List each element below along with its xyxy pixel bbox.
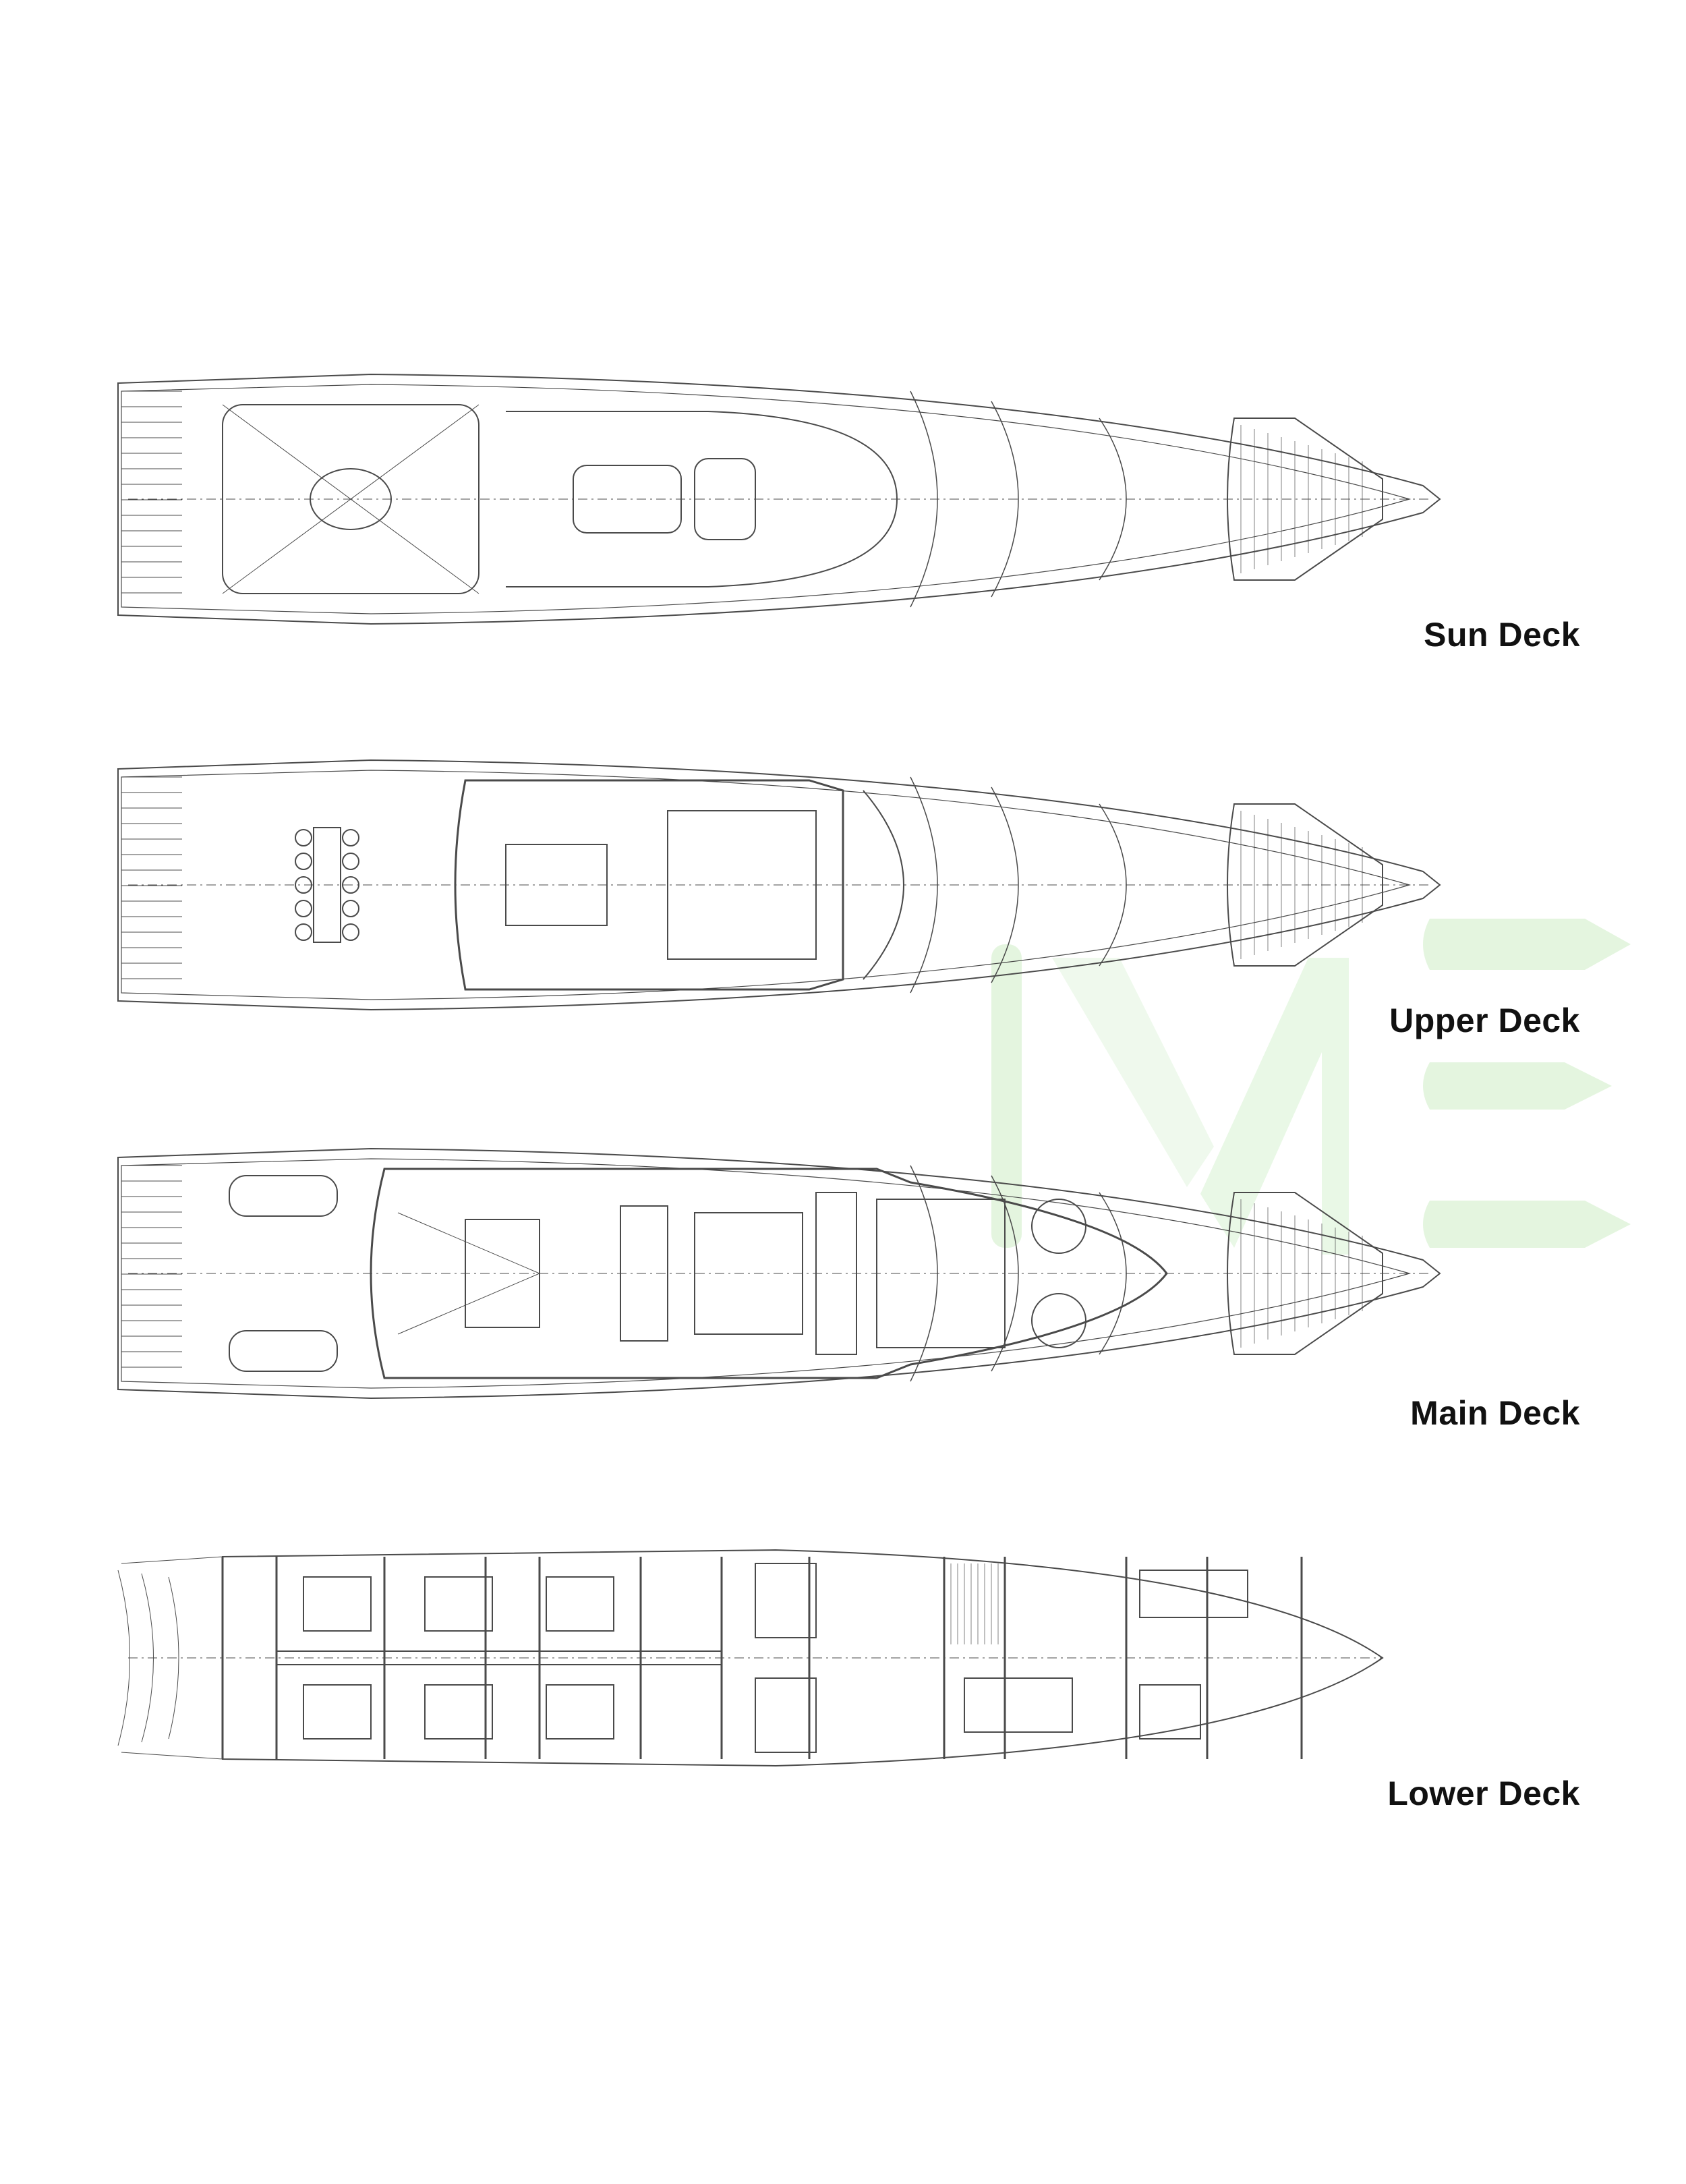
- dining-chair: [342, 876, 359, 894]
- pilot-house: [863, 790, 904, 980]
- upper-deck-label: Upper Deck: [1389, 1002, 1580, 1039]
- master-bathtub: [1031, 1293, 1086, 1348]
- foredeck: [1227, 803, 1383, 967]
- deck-arc: [910, 776, 1127, 994]
- awning-line: [222, 404, 479, 594]
- main-deck-label: Main Deck: [1410, 1394, 1580, 1432]
- dining-chair: [295, 829, 312, 846]
- tender: [229, 1330, 338, 1372]
- guest-bed: [303, 1576, 372, 1632]
- sunpad: [694, 458, 756, 540]
- lower-deck-label: Lower Deck: [1387, 1775, 1580, 1812]
- main-salon: [370, 1168, 1168, 1379]
- dining-chair: [342, 853, 359, 870]
- foredeck: [1227, 418, 1383, 581]
- guest-bed: [424, 1576, 493, 1632]
- dining-chair: [295, 853, 312, 870]
- dining-chair: [295, 900, 312, 917]
- staircase: [620, 1205, 668, 1342]
- tender: [229, 1175, 338, 1217]
- dining-table: [313, 827, 341, 943]
- dining-chair: [342, 829, 359, 846]
- tv-lines: [397, 1212, 541, 1335]
- crew-cabin: [1139, 1684, 1201, 1740]
- engine: [755, 1677, 817, 1753]
- lower-deck-plan: [101, 1523, 1484, 1793]
- deck-arc: [910, 391, 1127, 608]
- jacuzzi: [310, 468, 392, 530]
- captain-stateroom: [667, 810, 817, 960]
- helm-station: [573, 465, 682, 534]
- main-deck-plan: [101, 1139, 1484, 1408]
- dining-area: [694, 1212, 803, 1335]
- deck-edge: [121, 1158, 1412, 1389]
- guest-bed: [546, 1576, 614, 1632]
- crew-lounge: [1139, 1570, 1248, 1618]
- deck-edge: [121, 770, 1412, 1000]
- upper-deck-plan: [101, 750, 1484, 1020]
- hull-outline: [117, 1147, 1441, 1400]
- master-bathtub: [1031, 1199, 1086, 1254]
- dining-chair: [342, 923, 359, 941]
- guest-bed: [424, 1684, 493, 1740]
- sun-deck-house: [506, 411, 898, 587]
- guest-bed: [303, 1684, 372, 1740]
- dining-chair: [342, 900, 359, 917]
- deck-edge: [121, 384, 1412, 614]
- galley: [815, 1192, 857, 1355]
- foredeck: [1227, 1192, 1383, 1355]
- hull-outline: [117, 759, 1441, 1011]
- guest-bed: [546, 1684, 614, 1740]
- dining-chair: [295, 923, 312, 941]
- engine: [755, 1563, 817, 1638]
- sun-deck-label: Sun Deck: [1424, 616, 1580, 654]
- generator-room: [964, 1677, 1073, 1733]
- jacuzzi-area: [222, 404, 479, 594]
- lounge-sofa: [505, 844, 608, 926]
- upper-salon: [454, 779, 844, 991]
- dining-chair: [295, 876, 312, 894]
- hull-outline: [117, 373, 1441, 625]
- master-stateroom: [876, 1199, 1006, 1348]
- sun-deck-plan: [101, 364, 1484, 634]
